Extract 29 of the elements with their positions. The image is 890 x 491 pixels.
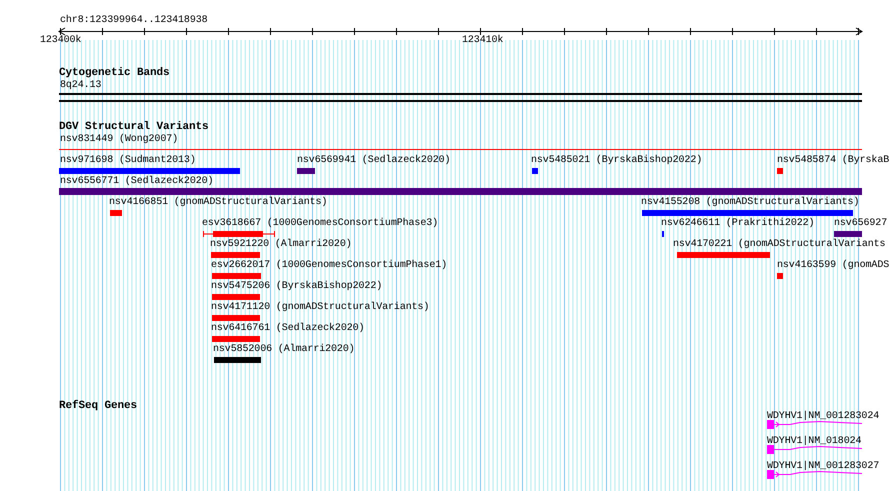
band-label: 8q24.13 bbox=[60, 80, 102, 92]
tick-label: 123410k bbox=[462, 35, 504, 47]
feature-label: nsv831449 (Wong2007) bbox=[60, 134, 178, 146]
feature-label: nsv4155208 (gnomADStructuralVariants) bbox=[641, 197, 860, 209]
feature-label: nsv6416761 (Sedlazeck2020) bbox=[211, 323, 364, 335]
feature-label: nsv4163599 (gnomADS bbox=[777, 260, 890, 272]
gene-label: WDYHV1|NM_018024 bbox=[767, 436, 862, 448]
feature-label: nsv5475206 (ByrskaBishop2022) bbox=[211, 281, 382, 293]
feature-label: nsv4170221 (gnomADStructuralVariants bbox=[673, 239, 886, 251]
feature-label: nsv971698 (Sudmant2013) bbox=[60, 155, 196, 167]
tick-label: 123400k bbox=[40, 35, 82, 47]
feature-label: nsv4171120 (gnomADStructuralVariants) bbox=[211, 302, 430, 314]
track-heading: DGV Structural Variants bbox=[59, 121, 209, 133]
feature-label: esv3618667 (1000GenomesConsortiumPhase3) bbox=[202, 218, 438, 230]
coordinate-label: chr8:123399964..123418938 bbox=[60, 15, 208, 27]
feature-label: nsv5485874 (ByrskaB bbox=[777, 155, 890, 167]
gene-label: WDYHV1|NM_001283024 bbox=[767, 411, 880, 423]
gene-label: WDYHV1|NM_001283027 bbox=[767, 461, 880, 473]
feature-label: nsv4166851 (gnomADStructuralVariants) bbox=[109, 197, 328, 209]
track-heading: RefSeq Genes bbox=[59, 400, 138, 412]
feature-label: nsv6556771 (Sedlazeck2020) bbox=[60, 176, 214, 188]
feature-label: nsv5852006 (Almarri2020) bbox=[213, 344, 355, 356]
feature-label: nsv6246611 (Prakrithi2022) bbox=[661, 218, 814, 230]
feature-label: nsv656927 bbox=[834, 218, 888, 230]
feature-label: esv2662017 (1000GenomesConsortiumPhase1) bbox=[211, 260, 448, 272]
track-heading: Cytogenetic Bands bbox=[59, 67, 170, 79]
feature-label: nsv5485021 (ByrskaBishop2022) bbox=[531, 155, 702, 167]
feature-label: nsv6569941 (Sedlazeck2020) bbox=[297, 155, 450, 167]
feature-label: nsv5921220 (Almarri2020) bbox=[210, 239, 352, 251]
